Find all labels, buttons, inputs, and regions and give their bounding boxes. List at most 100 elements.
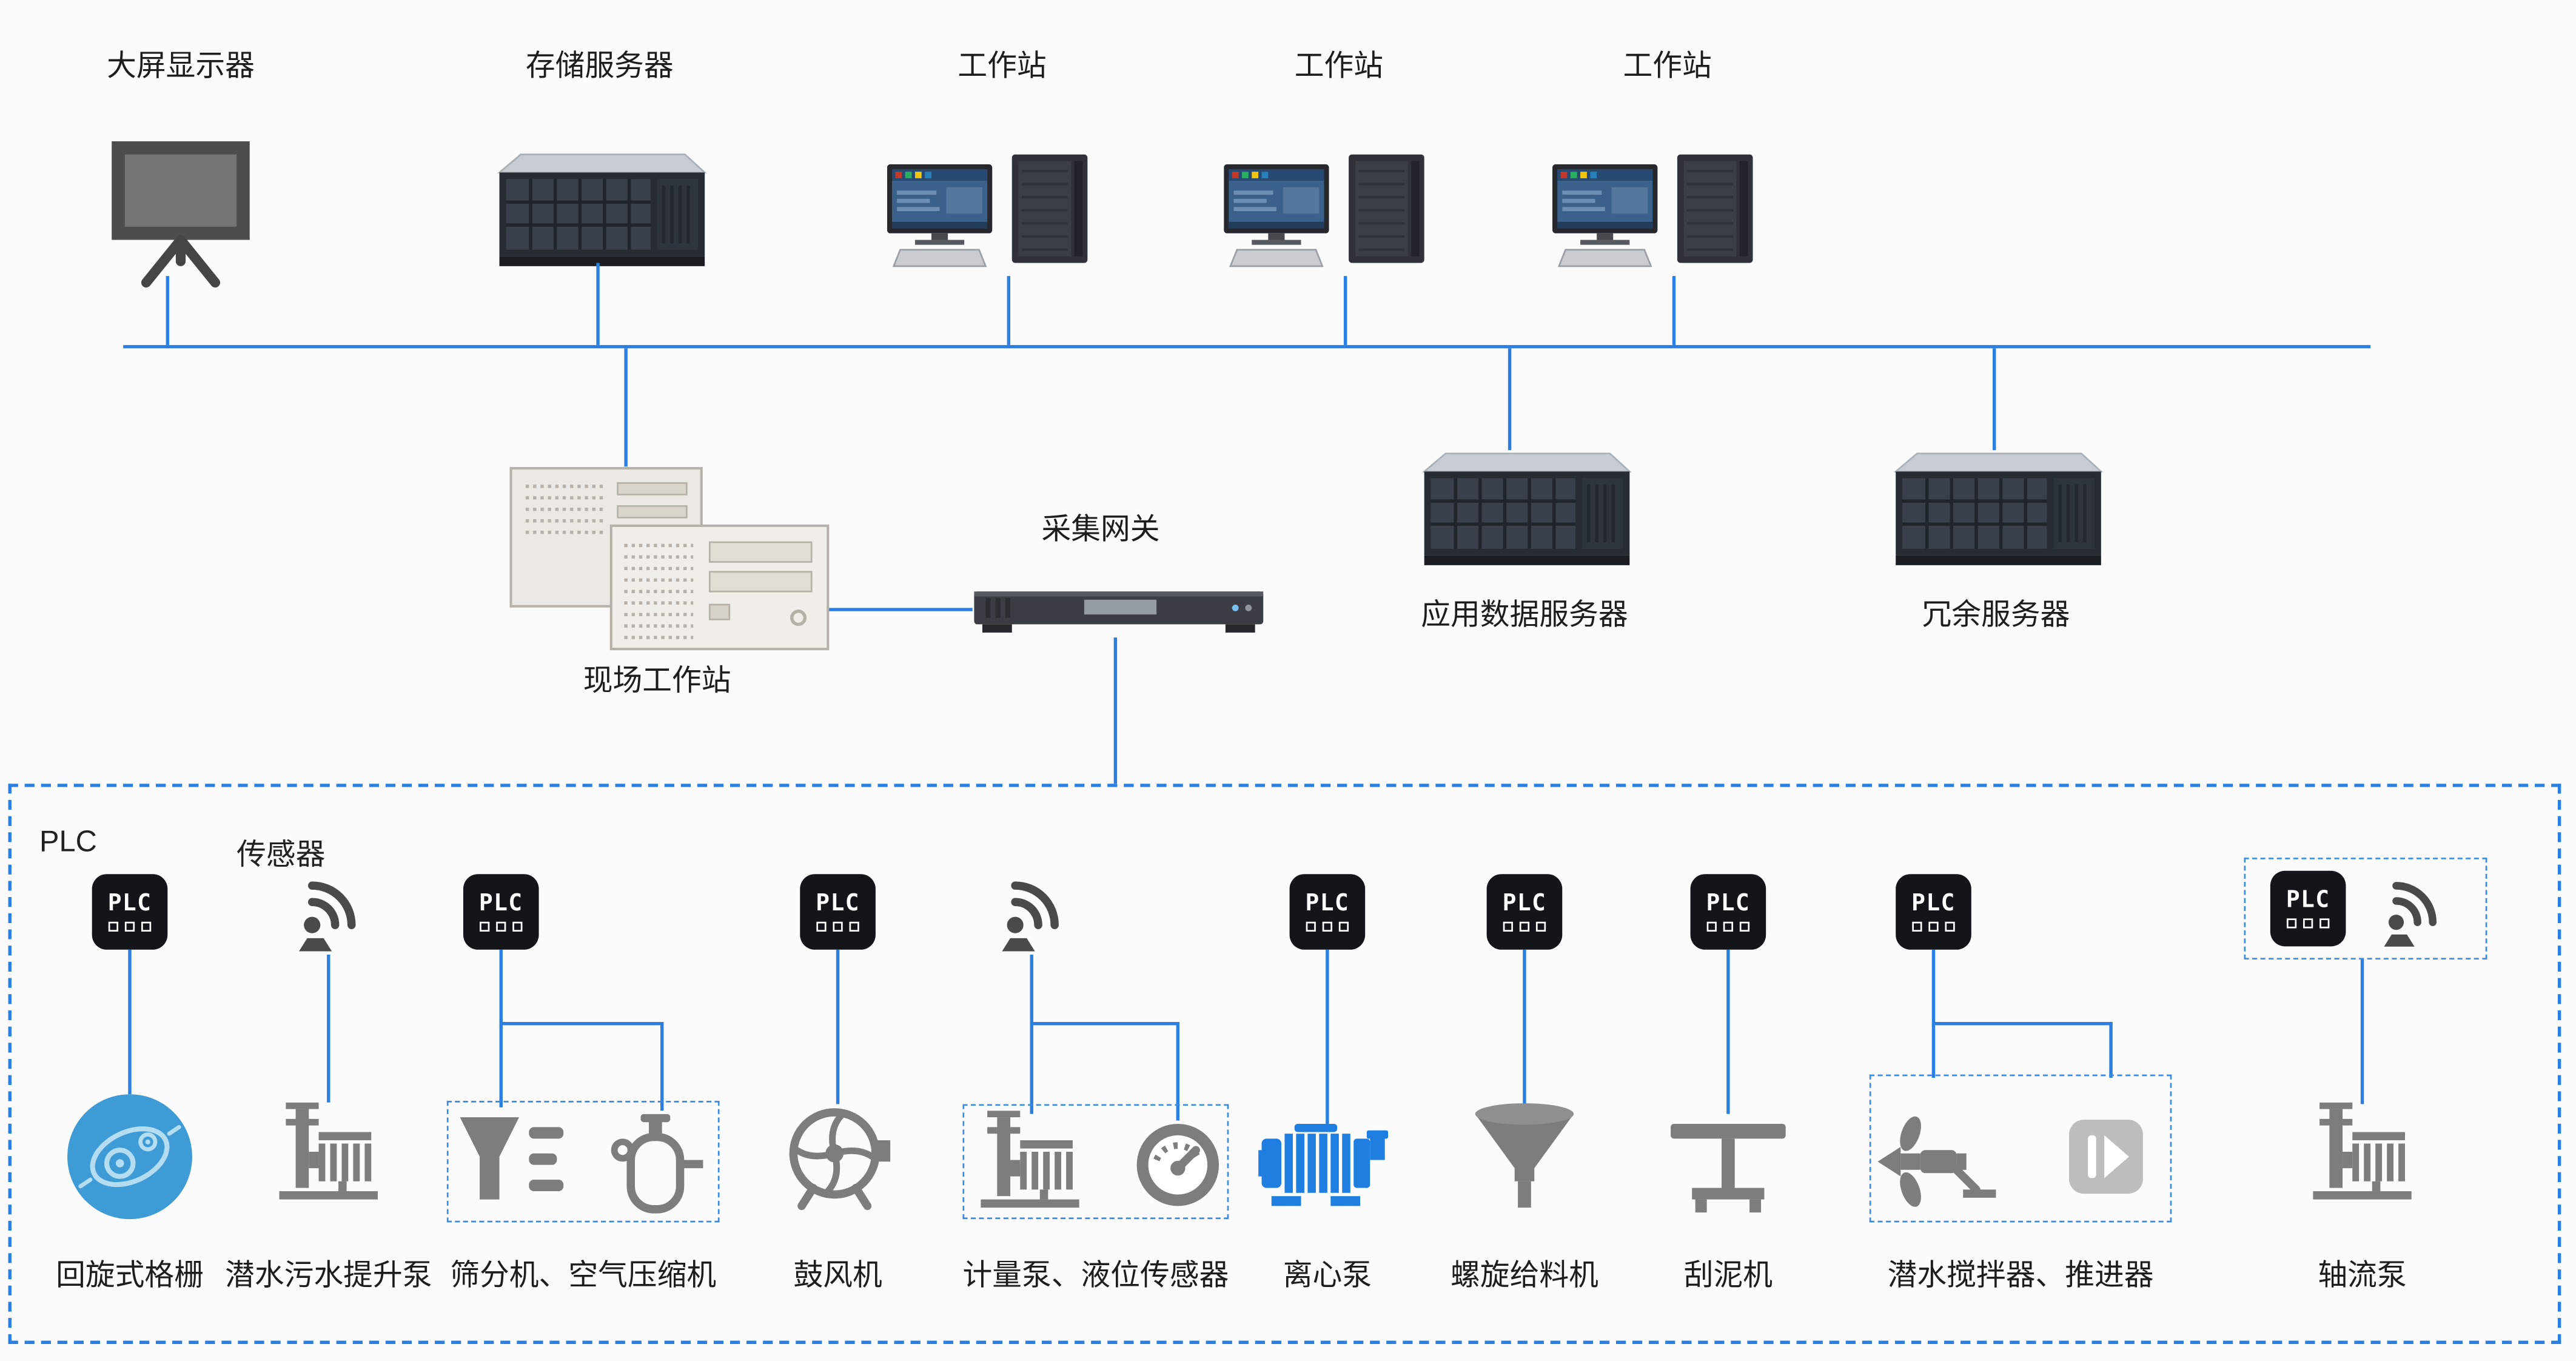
equipment-label-rotary-screen: 回旋式格栅 (56, 1259, 204, 1292)
plc-icon-text: PLC (816, 890, 860, 917)
connector-line (1343, 276, 1347, 345)
connector-line (1672, 276, 1676, 345)
sensor-icon (985, 866, 1074, 955)
plc-icon: PLC (1896, 874, 1971, 950)
connector-line (1030, 1021, 1180, 1026)
plc-icon: PLC (1289, 874, 1366, 950)
connector-line (1030, 1021, 1033, 1114)
connector-line (1726, 949, 1730, 1114)
plc-icon-text: PLC (1305, 890, 1350, 917)
connector-line (821, 608, 973, 611)
equipment-label-screw-feeder: 螺旋给料机 (1451, 1259, 1598, 1292)
app-data-server-label: 应用数据服务器 (1421, 598, 1628, 631)
equipment-label-blower: 鼓风机 (793, 1259, 882, 1292)
air-compressor-icon (611, 1114, 706, 1216)
plc-icon: PLC (2270, 870, 2346, 947)
propeller-icon (2067, 1117, 2145, 1196)
connector-line (166, 276, 170, 345)
equipment-label-centrifugal-pump: 离心泵 (1283, 1259, 1372, 1292)
plc-icon-dots (1306, 921, 1349, 932)
plc-icon: PLC (800, 874, 876, 950)
connector-line (1176, 1021, 1180, 1121)
plc-icon-dots (2286, 918, 2330, 929)
equipment-group-box (446, 1101, 720, 1223)
connector-line (2360, 959, 2364, 1104)
device-storage-server: 存储服务器 (468, 42, 731, 272)
plc-icon-text: PLC (1911, 890, 1956, 917)
equipment-label-axial-pump: 轴流泵 (2318, 1259, 2407, 1292)
connector-line (1508, 348, 1512, 451)
connector-line (128, 949, 132, 1095)
workstation-3-label: 工作站 (1623, 49, 1712, 82)
screw-feeder-icon (1472, 1103, 1577, 1211)
connector-line (1523, 949, 1526, 1104)
controller-group-box (2244, 858, 2487, 960)
equipment-group-box (962, 1104, 1229, 1220)
connector-line (624, 348, 628, 467)
connector-line (1007, 276, 1011, 345)
connector-line (836, 949, 840, 1104)
centrifugal-pump-icon (1258, 1124, 1397, 1209)
device-workstation-1: 工作站 (879, 42, 1125, 283)
sensor-heading: 传感器 (236, 838, 326, 871)
connector-line (327, 954, 330, 1103)
blower-icon (785, 1104, 890, 1212)
redundant-server-label: 冗余服务器 (1922, 598, 2070, 631)
plc-icon-dots (1503, 921, 1546, 932)
screening-machine-icon (460, 1114, 565, 1213)
plc-icon-dots (480, 921, 523, 932)
workstation-1-icon (887, 155, 1117, 283)
plc-icon: PLC (92, 874, 168, 950)
workstation-3-icon (1552, 155, 1782, 283)
equipment-label-mixer-propeller: 潜水搅拌器、推进器 (1887, 1259, 2154, 1292)
workstation-2-label: 工作站 (1294, 49, 1383, 82)
equipment-label-screener-compressor: 筛分机、空气压缩机 (450, 1259, 717, 1292)
app-data-server-icon (1416, 450, 1633, 571)
plc-icon-dots (816, 921, 859, 932)
workstation-2-icon (1224, 155, 1454, 283)
workstation-1-label: 工作站 (958, 49, 1047, 82)
sensor-icon (2369, 867, 2450, 949)
connector-line (1113, 637, 1118, 784)
connector-line (596, 263, 600, 345)
sensor-icon (283, 866, 371, 955)
gateway-icon (973, 579, 1265, 638)
plc-icon: PLC (1486, 874, 1563, 950)
connector-line (1931, 1021, 1936, 1078)
plc-icon-dots (1912, 921, 1955, 932)
device-large-display: 大屏显示器 (49, 42, 312, 289)
connector-line (1326, 949, 1329, 1124)
equipment-label-metering-pump-level-sensor: 计量泵、液位传感器 (962, 1259, 1229, 1292)
plc-icon-dots (1706, 921, 1750, 932)
metering-pump-icon (981, 1111, 1079, 1215)
plc-icon-text: PLC (1502, 890, 1547, 917)
connector-line (1030, 954, 1033, 1022)
equipment-group-box (1869, 1074, 2172, 1223)
connector-line (1931, 1021, 2113, 1026)
connector-line (1931, 949, 1936, 1022)
gateway-label: 采集网关 (1041, 512, 1160, 546)
plc-icon-dots (108, 921, 152, 932)
level-sensor-gauge-icon (1133, 1121, 1222, 1209)
redundant-server-icon (1888, 450, 2105, 571)
submersible-sewage-pump-icon (280, 1103, 378, 1208)
device-workstation-2: 工作站 (1216, 42, 1462, 283)
plc-icon-text: PLC (2286, 887, 2330, 914)
submersible-mixer-icon (1877, 1114, 1999, 1209)
connector-line (499, 1021, 664, 1026)
connector-line (1993, 348, 1996, 451)
plc-icon: PLC (1690, 874, 1766, 950)
storage-server-icon (491, 151, 708, 272)
field-zone-border (8, 784, 2561, 1344)
rotary-screen-icon (64, 1091, 196, 1223)
mud-scraper-icon (1669, 1114, 1787, 1213)
field-workstation-label: 现场工作站 (583, 664, 731, 697)
large-display-icon (102, 138, 260, 289)
connector-line (2109, 1021, 2113, 1078)
connector-line (499, 949, 503, 1107)
storage-server-label: 存储服务器 (525, 49, 674, 82)
equipment-label-sewage-pump: 潜水污水提升泵 (225, 1259, 432, 1292)
axial-flow-pump-icon (2313, 1103, 2412, 1208)
